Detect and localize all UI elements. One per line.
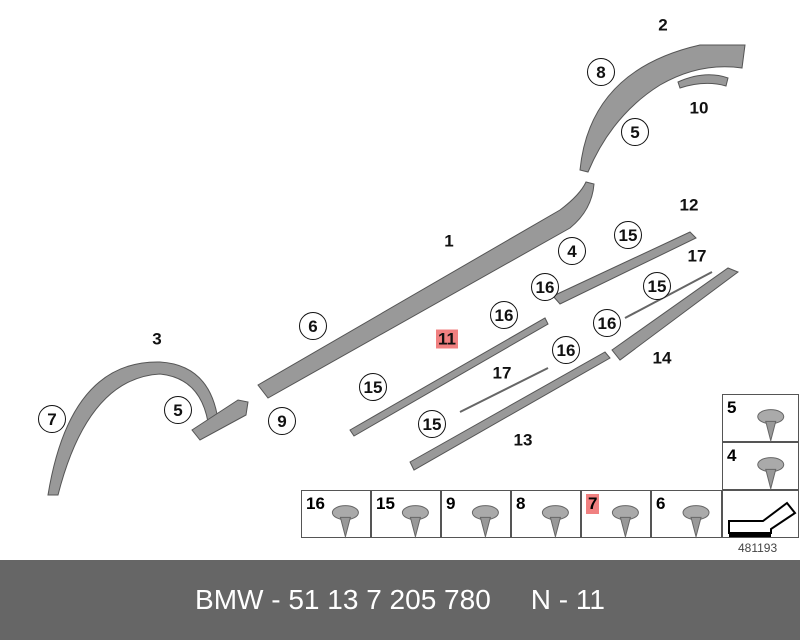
fastener-icon	[331, 505, 359, 539]
bracket	[191, 399, 249, 441]
side-sill	[257, 181, 595, 399]
callout-10: 10	[689, 98, 709, 118]
legend-label: 7	[586, 494, 600, 514]
strip-13	[409, 351, 611, 471]
callout-16: 16	[490, 301, 518, 329]
legend-label: 5	[727, 398, 737, 417]
legend-label: 6	[656, 494, 666, 513]
callout-7: 7	[38, 405, 66, 433]
callout-13: 13	[513, 430, 533, 450]
legend-cell-8: 8	[511, 490, 581, 539]
callout-15: 15	[359, 373, 387, 401]
wheel-arch-front	[47, 361, 219, 496]
callout-11: 11	[436, 329, 458, 349]
callout-16: 16	[531, 273, 559, 301]
callout-6: 6	[299, 312, 327, 340]
fastener-icon	[682, 505, 710, 539]
fastener-icon	[401, 505, 429, 539]
callout-14: 14	[652, 348, 672, 368]
legend-label: 15	[376, 494, 395, 513]
fastener-icon	[757, 457, 785, 491]
part-number-banner: BMW - 51 13 7 205 780 N - 11	[0, 560, 800, 640]
legend-cell-5: 5	[722, 394, 799, 443]
parts-diagram	[47, 44, 746, 496]
fastener-icon	[541, 505, 569, 539]
legend-cell-4: 4	[722, 442, 799, 491]
callout-1: 1	[444, 231, 454, 251]
strip-14	[611, 267, 740, 361]
strip-11	[349, 317, 549, 437]
fastener-icon	[471, 505, 499, 539]
callout-5: 5	[164, 396, 192, 424]
callout-9: 9	[268, 407, 296, 435]
legend-cell-15: 15	[371, 490, 441, 539]
part-number: BMW - 51 13 7 205 780	[195, 584, 491, 615]
direction-arrow-icon	[722, 490, 799, 538]
callout-2: 2	[658, 15, 668, 35]
legend-label: 4	[727, 446, 737, 465]
fastener-icon	[611, 505, 639, 539]
legend-label: 16	[306, 494, 325, 513]
callout-16: 16	[552, 336, 580, 364]
callout-4: 4	[558, 237, 586, 265]
legend-label: 9	[446, 494, 456, 513]
legend-cell-9: 9	[441, 490, 511, 539]
callout-15: 15	[643, 272, 671, 300]
fastener-icon	[757, 409, 785, 443]
trim-10	[677, 74, 729, 89]
legend-cell-6: 6	[651, 490, 722, 539]
wheel-arch-rear	[579, 44, 746, 173]
callout-17: 17	[492, 363, 512, 383]
callout-12: 12	[679, 195, 699, 215]
legend-cell-7: 7	[581, 490, 651, 539]
callout-8: 8	[587, 58, 615, 86]
reference-number: N - 11	[530, 584, 605, 615]
callout-15: 15	[614, 221, 642, 249]
callout-17: 17	[687, 246, 707, 266]
callout-16: 16	[593, 309, 621, 337]
callout-3: 3	[152, 329, 162, 349]
callout-5: 5	[621, 118, 649, 146]
strip-12	[552, 231, 697, 305]
diagram-number: 481193	[738, 541, 778, 555]
legend-cell-16: 16	[301, 490, 371, 539]
callout-15: 15	[418, 410, 446, 438]
legend-label: 8	[516, 494, 526, 513]
